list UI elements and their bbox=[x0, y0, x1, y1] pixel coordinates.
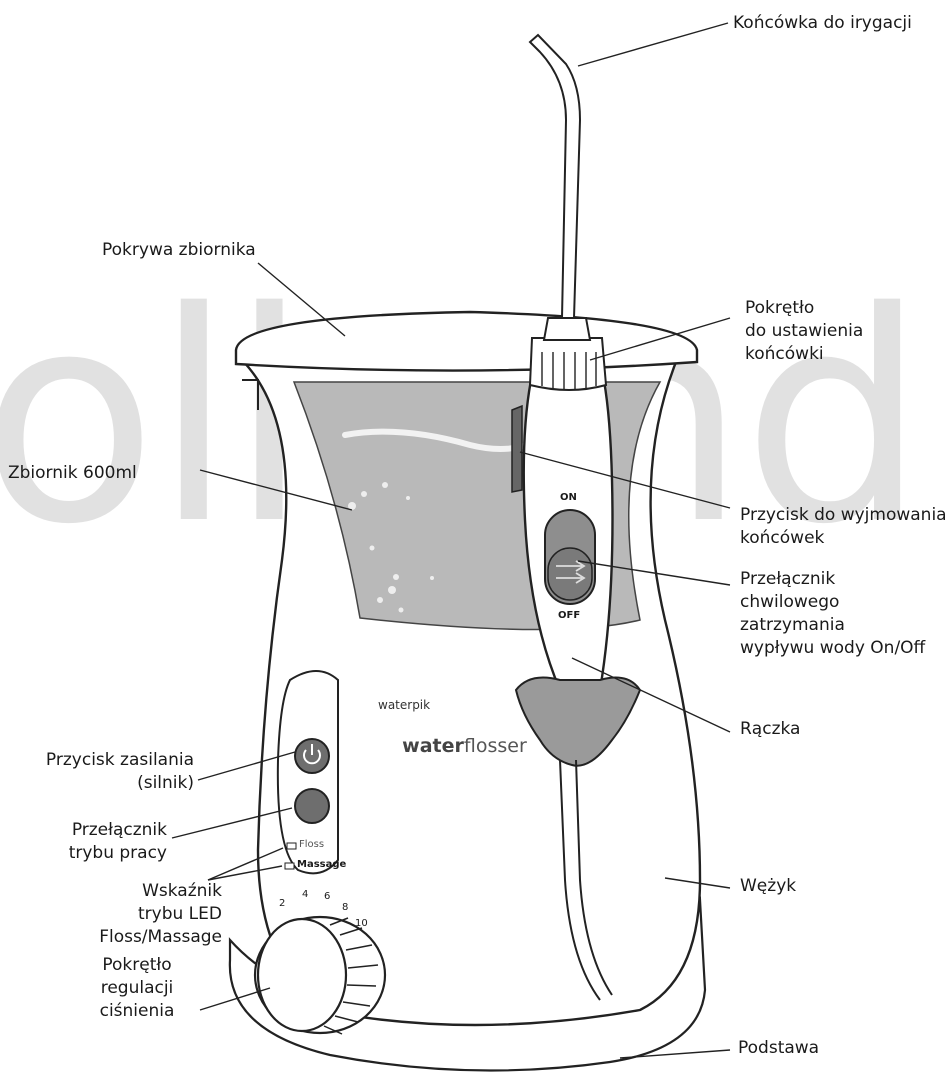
switch-on-text: ON bbox=[560, 492, 577, 504]
pressure-dial[interactable] bbox=[255, 917, 385, 1034]
label-led-indicator: Wskaźnik trybu LED Floss/Massage bbox=[0, 880, 222, 949]
label-power-button: Przycisk zasilania (silnik) bbox=[0, 749, 194, 795]
dial-mark-6: 6 bbox=[324, 891, 330, 903]
label-pause-switch: Przełącznik chwilowego zatrzymania wypły… bbox=[740, 568, 925, 660]
brand-wordmark: waterflosser bbox=[378, 713, 527, 779]
label-handle: Rączka bbox=[740, 718, 800, 741]
label-pressure-knob: Pokrętło regulacji ciśnienia bbox=[62, 954, 212, 1023]
led-floss-text: Floss bbox=[299, 839, 324, 851]
tip-release-button[interactable] bbox=[512, 406, 522, 492]
label-tip-knob: Pokrętło do ustawienia końcówki bbox=[745, 297, 863, 366]
label-base: Podstawa bbox=[738, 1037, 819, 1060]
brand-flosser: flosser bbox=[464, 735, 527, 757]
dial-mark-8: 8 bbox=[342, 902, 348, 914]
dial-mark-4: 4 bbox=[302, 889, 308, 901]
label-hose: Wężyk bbox=[740, 875, 796, 898]
led-massage-indicator bbox=[285, 863, 294, 869]
label-irrigation-tip: Końcówka do irygacji bbox=[733, 12, 912, 35]
led-floss-indicator bbox=[287, 843, 296, 849]
label-reservoir-lid: Pokrywa zbiornika bbox=[102, 239, 256, 262]
label-mode-switch: Przełącznik trybu pracy bbox=[0, 819, 167, 865]
dial-mark-10: 10 bbox=[355, 918, 368, 930]
led-massage-text: Massage bbox=[297, 859, 346, 871]
dial-mark-2: 2 bbox=[279, 898, 285, 910]
mode-button[interactable] bbox=[295, 789, 329, 823]
irrigation-tip bbox=[530, 35, 580, 318]
label-release-button: Przycisk do wyjmowania końcówek bbox=[740, 504, 947, 550]
label-reservoir: Zbiornik 600ml bbox=[8, 462, 137, 485]
brand-water: water bbox=[402, 735, 464, 757]
brand-small: waterpik bbox=[378, 698, 430, 712]
reservoir-lid bbox=[236, 312, 697, 371]
switch-off-text: OFF bbox=[558, 610, 580, 622]
